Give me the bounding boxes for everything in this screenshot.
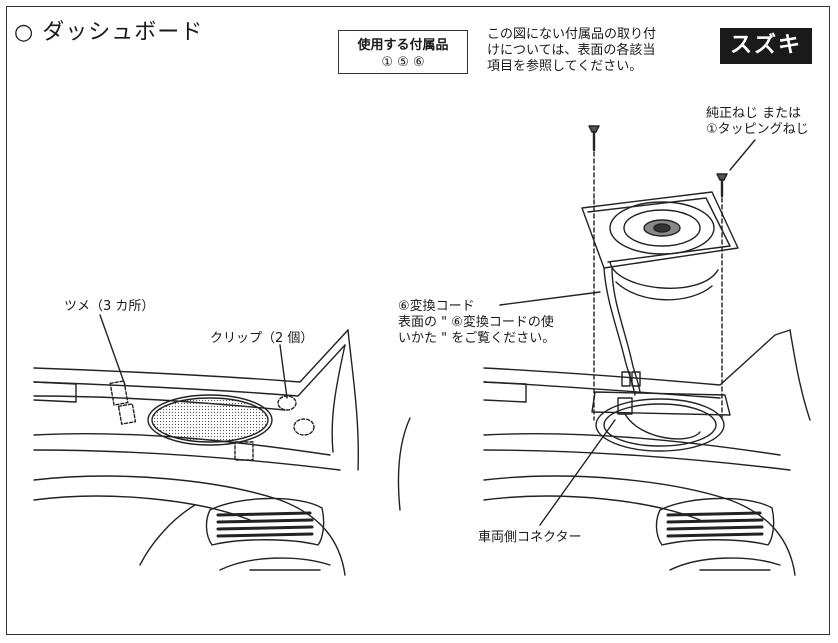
label-cord-line1: ⑥変換コード [398, 299, 475, 314]
brand-badge: スズキ [720, 28, 812, 64]
label-connector: 車両側コネクター [478, 530, 582, 545]
dash-top-edge [483, 329, 791, 386]
right-air-vent [655, 497, 775, 546]
dash-top-edge [33, 329, 349, 383]
page-title: ○ ダッシュボード [14, 20, 204, 45]
a-pillar-line [347, 329, 359, 471]
left-dashboard-drawing [33, 314, 411, 576]
connector-leader [539, 419, 616, 526]
note-line: 項目を参照してください。 [487, 59, 643, 74]
clip-outline [293, 418, 315, 436]
instruction-note: この図にない付属品の取り付 けについては、表面の各該当 項目を参照してください。 [487, 27, 707, 75]
diagram-frame [6, 6, 830, 635]
tab-outline [117, 403, 137, 425]
right-dashboard-drawing [483, 329, 811, 576]
label-clips: クリップ（2 個） [210, 331, 314, 346]
label-cord-line2: 表面の " ⑥変換コードの使 [398, 315, 554, 330]
label-screw-line2: ①タッピングねじ [706, 122, 809, 137]
right-slot [483, 381, 527, 403]
label-screw-line1: 純正ねじ または [706, 106, 802, 121]
screw-left [588, 125, 600, 201]
clips-leader [279, 344, 288, 399]
speaker-grille [151, 397, 269, 443]
speaker-exploded [499, 125, 756, 421]
note-line: この図にない付属品の取り付 [487, 27, 657, 42]
left-slot [33, 381, 77, 403]
left-air-vent [205, 497, 325, 546]
tab-outline [234, 441, 254, 461]
screw-right [716, 173, 728, 421]
speaker-frame [581, 191, 739, 269]
speaker-mount-hole [595, 398, 725, 452]
accessories-box: 使用する付属品 ① ⑤ ⑥ [338, 30, 468, 74]
label-tabs: ツメ（3 カ所） [64, 299, 155, 314]
vehicle-connector [617, 397, 633, 415]
speaker-magnet [609, 261, 719, 289]
tabs-leader [99, 314, 126, 386]
label-cord-line3: いかた " をご覧ください。 [398, 331, 556, 346]
tab-outline [109, 380, 129, 406]
accessories-label: 使用する付属品 [357, 38, 449, 53]
note-line: けについては、表面の各該当 [487, 43, 656, 58]
cord-leader [499, 291, 601, 306]
screw-leader [729, 139, 756, 171]
accessories-items: ① ⑤ ⑥ [381, 55, 425, 70]
